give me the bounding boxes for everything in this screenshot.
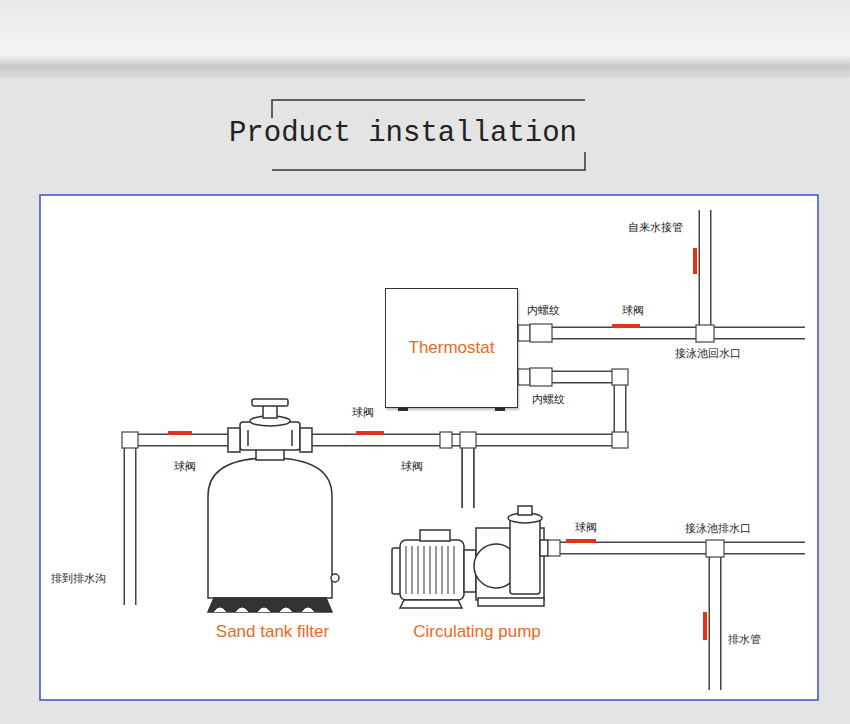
header-band — [0, 0, 850, 78]
part-label: 排水管 — [727, 633, 762, 646]
node-label: Circulating pump — [413, 622, 541, 642]
part-label: 内螺纹 — [531, 393, 566, 406]
motor-fin — [418, 546, 419, 594]
motor-fin — [454, 546, 455, 594]
diagram-panel — [40, 195, 818, 700]
part-label: 球阀 — [574, 521, 598, 534]
motor-fin — [430, 546, 431, 594]
part-label: 接泳池回水口 — [674, 347, 742, 360]
motor-fin — [424, 546, 425, 594]
filter-unit: Sand tank filter — [200, 398, 345, 648]
page-title: Product installation — [200, 116, 606, 152]
part-label: 球阀 — [621, 304, 645, 317]
thermostat-box: Thermostat — [385, 288, 518, 408]
part-label: 球阀 — [400, 460, 424, 473]
part-label: 内螺纹 — [526, 304, 561, 317]
motor-fin — [406, 546, 407, 594]
motor-fin — [448, 546, 449, 594]
part-label: 自来水接管 — [627, 221, 684, 234]
ball-valve — [168, 248, 707, 640]
part-label: 接泳池排水口 — [684, 522, 752, 535]
sand-tank-filter — [208, 399, 339, 612]
motor-fin — [412, 546, 413, 594]
part-label: 排到排水沟 — [50, 572, 107, 585]
motor-fin — [442, 546, 443, 594]
pipe-connector — [345, 440, 468, 508]
circulating-pump — [392, 506, 548, 608]
pipes — [130, 209, 806, 691]
motor-fin — [436, 546, 437, 594]
part-label: 球阀 — [173, 460, 197, 473]
pipe-bore — [345, 440, 468, 508]
pump-unit: Circulating pump — [392, 508, 562, 648]
node-label: Sand tank filter — [216, 622, 329, 642]
part-label: 球阀 — [351, 406, 375, 419]
node-label: Thermostat — [409, 338, 495, 358]
